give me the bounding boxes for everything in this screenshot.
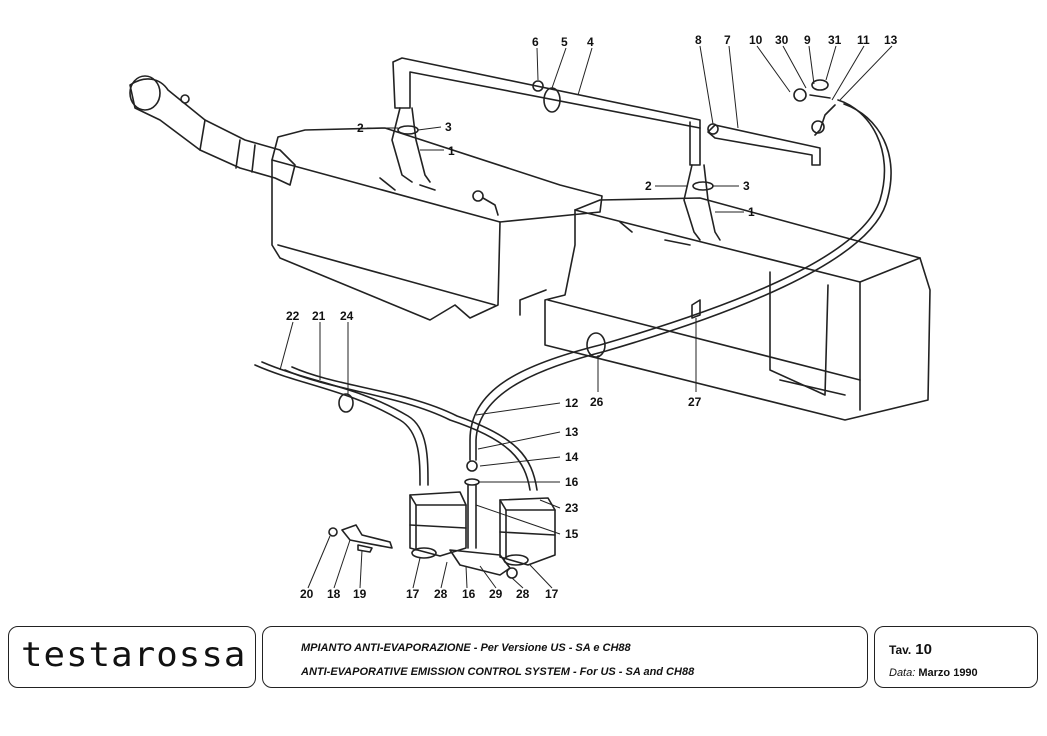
left-fuel-tank bbox=[271, 127, 603, 321]
description-italian: MPIANTO ANTI-EVAPORAZIONE - Per Versione… bbox=[301, 642, 631, 654]
callout-label: 1 bbox=[448, 144, 455, 158]
description-english: ANTI-EVAPORATIVE EMISSION CONTROL SYSTEM… bbox=[301, 666, 695, 678]
drain-hoses bbox=[254, 361, 538, 491]
callout-label: 31 bbox=[828, 33, 842, 47]
callout-label: 27 bbox=[688, 395, 702, 409]
callout-label: 14 bbox=[565, 450, 579, 464]
callout-label: 17 bbox=[545, 587, 559, 600]
callout-label: 10 bbox=[749, 33, 763, 47]
plate-value: 10 bbox=[915, 641, 932, 658]
callout-label: 23 bbox=[565, 501, 579, 515]
plate-info-box: Tav.10 Data: Marzo 1990 bbox=[874, 626, 1038, 688]
callout-label: 19 bbox=[353, 587, 367, 600]
callout-label: 6 bbox=[532, 35, 539, 49]
callout-label: 11 bbox=[857, 33, 870, 47]
testarossa-logo: testarossa bbox=[21, 635, 247, 675]
callout-label: 24 bbox=[340, 309, 354, 323]
callout-label: 2 bbox=[357, 121, 364, 135]
callout-label: 12 bbox=[565, 396, 579, 410]
callout-label: 26 bbox=[590, 395, 604, 409]
left-tank-hoses bbox=[379, 107, 499, 216]
callout-label: 7 bbox=[724, 33, 731, 47]
callout-label: 13 bbox=[565, 425, 579, 439]
right-tank-hoses bbox=[619, 164, 721, 246]
callout-label: 21 bbox=[312, 309, 326, 323]
callout-label: 17 bbox=[406, 587, 420, 600]
long-vapor-hose bbox=[469, 99, 892, 461]
description-box: MPIANTO ANTI-EVAPORAZIONE - Per Versione… bbox=[262, 626, 868, 688]
callout-label: 20 bbox=[300, 587, 314, 600]
charcoal-canister-right bbox=[499, 497, 556, 566]
title-block: testarossa MPIANTO ANTI-EVAPORAZIONE - P… bbox=[8, 626, 1038, 690]
callout-label: 9 bbox=[804, 33, 811, 47]
vapor-line-tube bbox=[392, 57, 701, 166]
callout-label: 15 bbox=[565, 527, 579, 541]
callout-label: 16 bbox=[565, 475, 579, 489]
parts-diagram: 6 5 4 8 7 10 30 9 31 11 13 2 3 1 2 3 1 2… bbox=[129, 33, 931, 600]
clamp-27 bbox=[691, 299, 701, 319]
callout-label: 29 bbox=[489, 587, 503, 600]
callout-label: 22 bbox=[286, 309, 300, 323]
callout-label: 28 bbox=[516, 587, 530, 600]
callout-label: 13 bbox=[884, 33, 898, 47]
callout-label: 28 bbox=[434, 587, 448, 600]
plate-label: Tav. bbox=[889, 643, 912, 657]
mounting-bracket bbox=[328, 524, 393, 553]
charcoal-canister-left bbox=[409, 491, 467, 559]
filler-neck bbox=[129, 75, 296, 186]
date-label: Data: bbox=[889, 667, 916, 679]
date-value: Marzo 1990 bbox=[918, 667, 978, 679]
plate-number: Tav.10 bbox=[889, 641, 932, 658]
right-fuel-tank bbox=[544, 197, 931, 421]
callout-label: 1 bbox=[748, 205, 755, 219]
callout-label: 3 bbox=[743, 179, 750, 193]
callout-label: 4 bbox=[587, 35, 594, 49]
callout-label: 18 bbox=[327, 587, 341, 600]
callout-labels: 6 5 4 8 7 10 30 9 31 11 13 2 3 1 2 3 1 2… bbox=[286, 33, 898, 600]
callout-label: 30 bbox=[775, 33, 789, 47]
logo-box: testarossa bbox=[8, 626, 256, 688]
connecting-hose-15 bbox=[449, 460, 518, 579]
hose-line-7 bbox=[707, 123, 821, 166]
callout-label: 16 bbox=[462, 587, 476, 600]
plate-date: Data: Marzo 1990 bbox=[889, 667, 978, 679]
callout-label: 2 bbox=[645, 179, 652, 193]
callout-label: 3 bbox=[445, 120, 452, 134]
callout-label: 5 bbox=[561, 35, 568, 49]
valve-assembly bbox=[793, 79, 836, 136]
leader-lines bbox=[279, 45, 893, 589]
callout-label: 8 bbox=[695, 33, 702, 47]
